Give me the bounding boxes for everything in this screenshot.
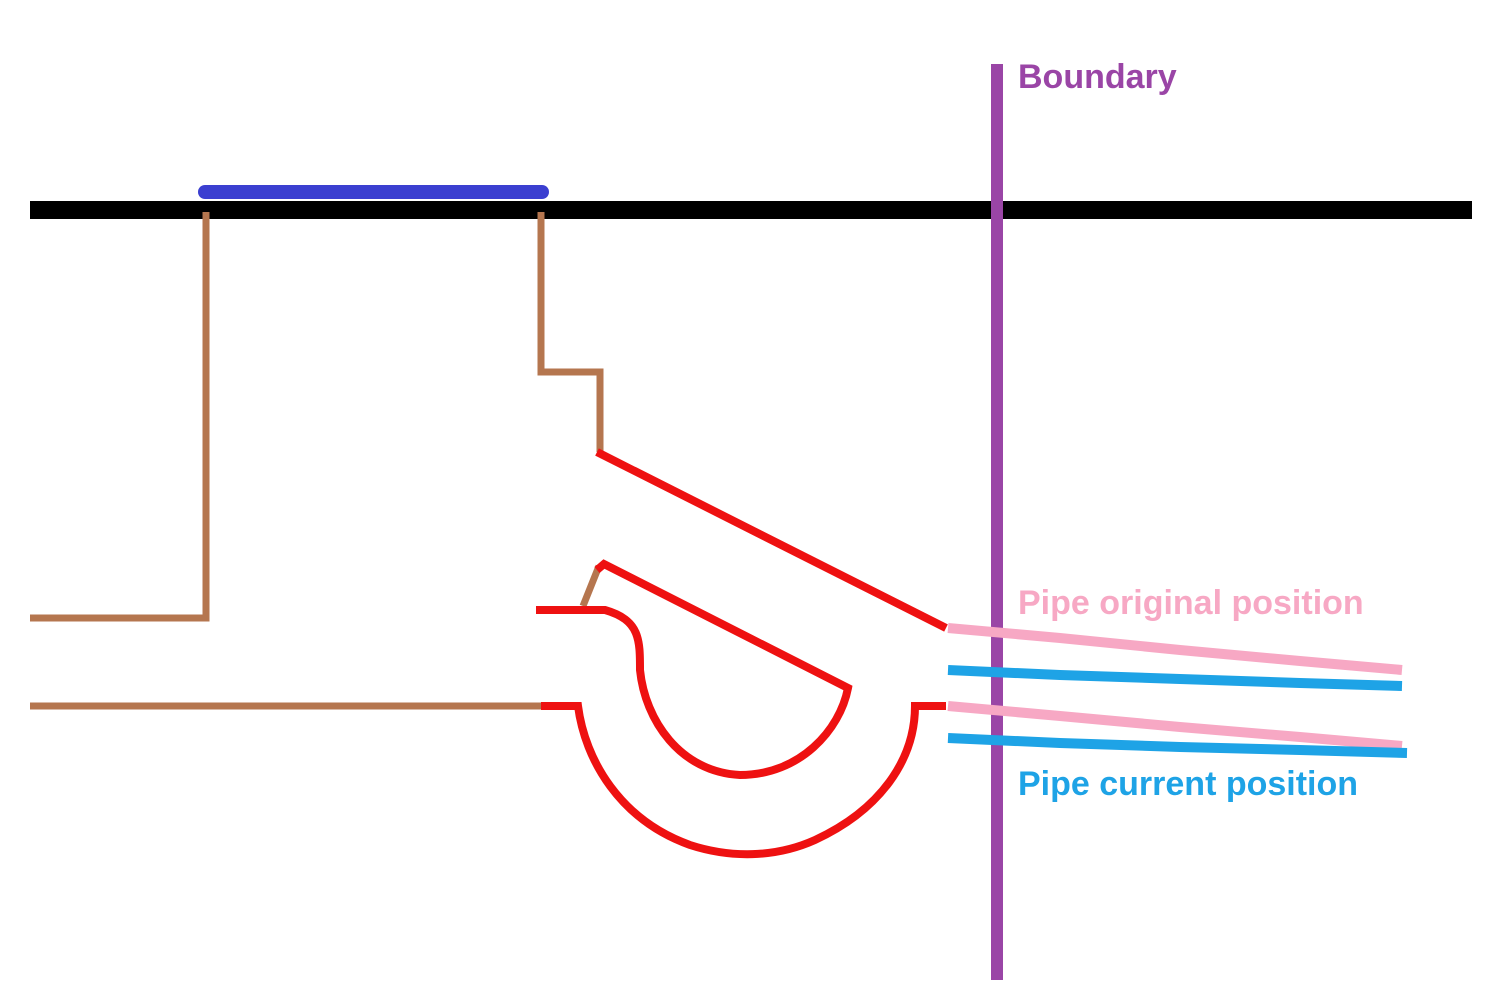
pipe-original-lower <box>947 701 1403 751</box>
pipe-current-lower <box>947 733 1408 758</box>
pipe-current-label: Pipe current position <box>1018 765 1359 803</box>
excavation-small-link <box>579 564 603 608</box>
pipe-original-label: Pipe original position <box>1018 584 1364 622</box>
structure-upper-diagonal <box>595 448 948 632</box>
structure-outer-curve <box>541 702 946 859</box>
structure-inner-hook <box>536 559 853 780</box>
pipe-original-upper <box>947 623 1403 675</box>
boundary-label: Boundary <box>1018 58 1177 96</box>
pipe-current-upper <box>947 665 1403 691</box>
excavation-outline-left <box>30 212 210 622</box>
excavation-outline-right <box>537 212 604 452</box>
